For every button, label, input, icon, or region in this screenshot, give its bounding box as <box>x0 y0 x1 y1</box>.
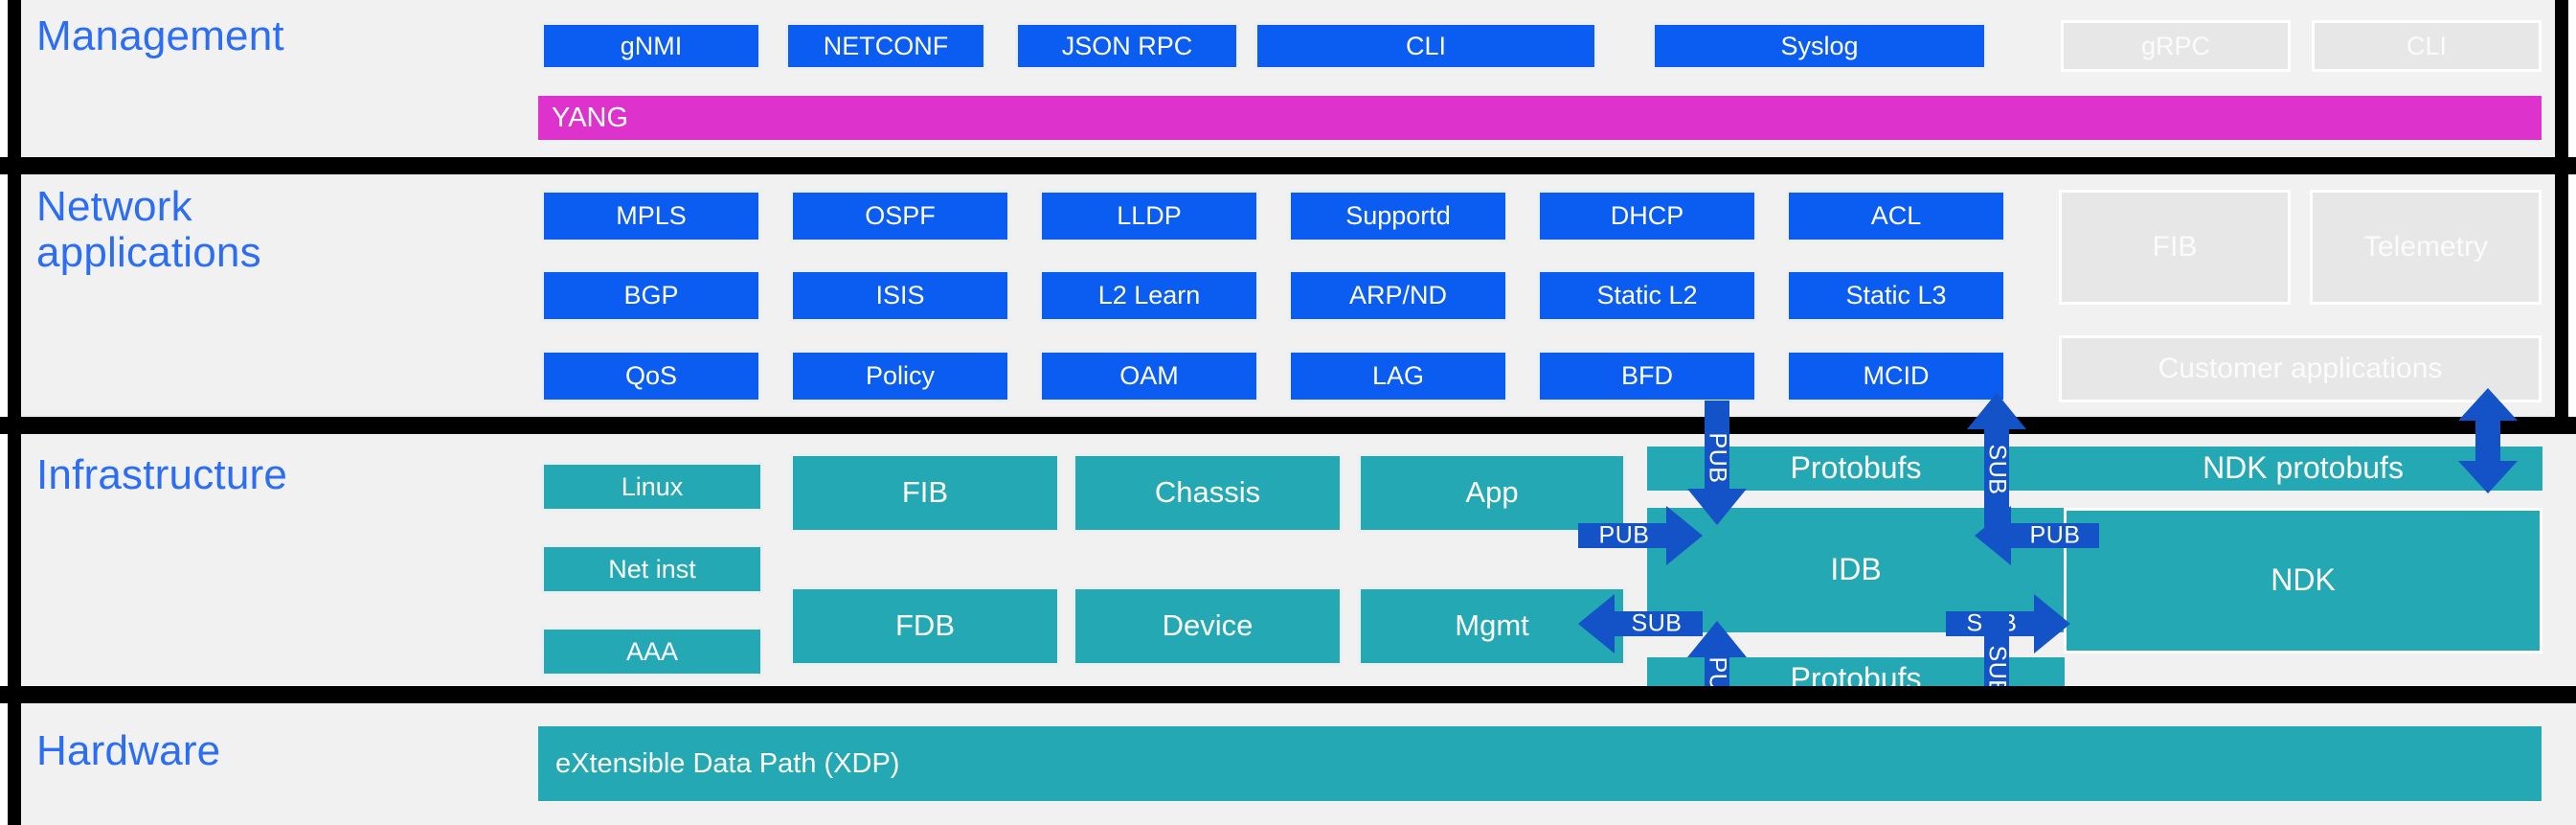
netapp-ospf[interactable]: OSPF <box>790 190 1010 242</box>
netapp-fib-disabled[interactable]: FIB <box>2059 190 2291 305</box>
infra-chassis[interactable]: Chassis <box>1073 453 1343 533</box>
netapp-lag[interactable]: LAG <box>1288 350 1508 402</box>
layer-network-applications-title: Network applications <box>36 183 261 276</box>
netapp-l2-learn[interactable]: L2 Learn <box>1039 269 1259 322</box>
infra-fdb[interactable]: FDB <box>790 586 1060 666</box>
mgmt-protocol-json-rpc[interactable]: JSON RPC <box>1015 22 1239 70</box>
divider-network-infrastructure <box>0 417 2576 434</box>
infra-ndk[interactable]: NDK <box>2064 508 2542 653</box>
infra-aaa[interactable]: AAA <box>541 627 763 676</box>
arrow-sub-idb-to-mgmt <box>1578 594 1703 653</box>
netapp-lldp[interactable]: LLDP <box>1039 190 1259 242</box>
hardware-xdp[interactable]: eXtensible Data Path (XDP) <box>538 726 2542 801</box>
layer-infrastructure-title: Infrastructure <box>36 451 288 498</box>
netapp-bgp[interactable]: BGP <box>541 269 761 322</box>
layer-hardware-title: Hardware <box>36 727 221 774</box>
infra-ndk-protobufs: NDK protobufs <box>2064 447 2542 491</box>
infra-device[interactable]: Device <box>1073 586 1343 666</box>
infra-app[interactable]: App <box>1358 453 1626 533</box>
infra-linux[interactable]: Linux <box>541 462 763 512</box>
arrow-pub-bottom-into-idb <box>1687 621 1747 747</box>
netapp-static-l2[interactable]: Static L2 <box>1537 269 1757 322</box>
netapp-mpls[interactable]: MPLS <box>541 190 761 242</box>
netapp-dhcp[interactable]: DHCP <box>1537 190 1757 242</box>
netapp-bfd[interactable]: BFD <box>1537 350 1757 402</box>
mgmt-protocol-syslog[interactable]: Syslog <box>1652 22 1987 70</box>
netapp-supportd[interactable]: Supportd <box>1288 190 1508 242</box>
netapp-arp-nd[interactable]: ARP/ND <box>1288 269 1508 322</box>
mgmt-protocol-gnmi[interactable]: gNMI <box>541 22 761 70</box>
netapp-qos[interactable]: QoS <box>541 350 761 402</box>
arrow-ndk-protobufs-bidirectional <box>2458 388 2518 493</box>
divider-infrastructure-hardware <box>0 686 2576 703</box>
netapp-isis[interactable]: ISIS <box>790 269 1010 322</box>
mgmt-protocol-cli-disabled[interactable]: CLI <box>2312 20 2542 72</box>
infra-fib[interactable]: FIB <box>790 453 1060 533</box>
layer-management-title: Management <box>36 12 284 59</box>
mgmt-protocol-grpc-disabled[interactable]: gRPC <box>2061 20 2291 72</box>
arrow-pub-ndk-to-idb <box>1975 506 2099 565</box>
netapp-telemetry-disabled[interactable]: Telemetry <box>2310 190 2542 305</box>
netapp-oam[interactable]: OAM <box>1039 350 1259 402</box>
mgmt-protocol-cli[interactable]: CLI <box>1254 22 1597 70</box>
netapp-customer-applications-disabled[interactable]: Customer applications <box>2059 335 2542 402</box>
netapp-static-l3[interactable]: Static L3 <box>1786 269 2006 322</box>
mgmt-yang-bar[interactable]: YANG <box>538 96 2542 140</box>
arrow-pub-top-into-idb <box>1687 401 1747 525</box>
netapp-mcid[interactable]: MCID <box>1786 350 2006 402</box>
arrow-pub-app-to-idb <box>1578 506 1703 565</box>
divider-management-network <box>0 157 2576 174</box>
infra-net-inst[interactable]: Net inst <box>541 544 763 594</box>
arrow-sub-top-out-of-idb <box>1967 393 2026 527</box>
netapp-policy[interactable]: Policy <box>790 350 1010 402</box>
netapp-acl[interactable]: ACL <box>1786 190 2006 242</box>
mgmt-protocol-netconf[interactable]: NETCONF <box>785 22 986 70</box>
